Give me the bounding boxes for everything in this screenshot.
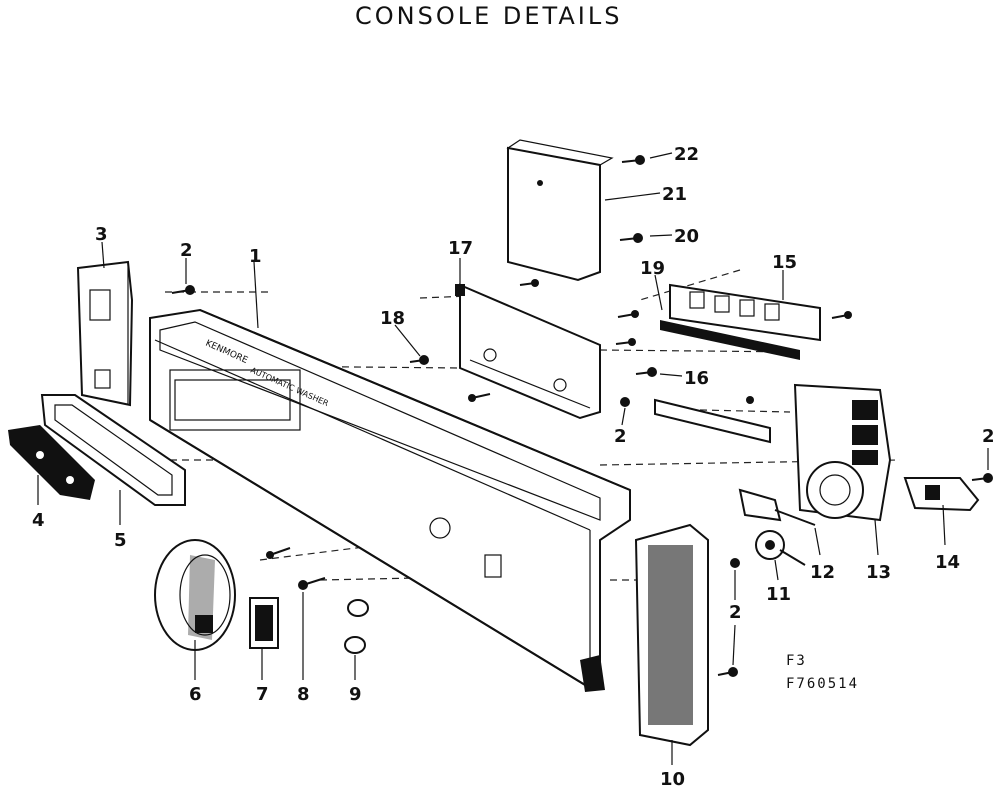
switch-part-12 xyxy=(738,488,816,526)
part-label-18: 18 xyxy=(380,308,405,329)
part-label-6: 6 xyxy=(189,684,202,705)
switch-part-14 xyxy=(903,477,980,512)
leader-lines xyxy=(37,152,989,765)
part-labels: 1 2 2 2 2 3 4 5 6 7 8 9 10 11 12 13 14 1… xyxy=(32,144,995,790)
strip-part-19 xyxy=(660,320,800,360)
part-label-3: 3 xyxy=(95,224,108,245)
part-label-7: 7 xyxy=(256,684,269,705)
right-end-cap-part-10 xyxy=(634,523,709,747)
part-label-12: 12 xyxy=(810,562,835,583)
part-label-19: 19 xyxy=(640,258,665,279)
part-label-2-left: 2 xyxy=(180,240,193,261)
mounting-bracket-part-17 xyxy=(455,283,601,420)
part-label-2-center: 2 xyxy=(614,426,627,447)
part-label-17: 17 xyxy=(448,238,473,259)
switch-part-4 xyxy=(8,425,95,500)
figure-code-fig: F3 xyxy=(786,653,807,669)
terminal-block-part-15 xyxy=(669,283,821,342)
part-label-14: 14 xyxy=(935,552,960,573)
part-label-22: 22 xyxy=(674,144,699,165)
cap-part-9 xyxy=(344,599,369,654)
part-label-11: 11 xyxy=(766,584,791,605)
part-label-21: 21 xyxy=(662,184,687,205)
part-label-2-lower: 2 xyxy=(729,602,742,623)
screw-part-8 xyxy=(266,547,326,590)
part-label-20: 20 xyxy=(674,226,699,247)
part-label-1: 1 xyxy=(249,246,262,267)
console-panel: KENMORE AUTOMATIC WASHER xyxy=(149,308,631,692)
part-label-13: 13 xyxy=(866,562,891,583)
part-label-15: 15 xyxy=(772,252,797,273)
part-label-4: 4 xyxy=(32,510,45,531)
left-end-cap xyxy=(76,260,134,407)
figure-codes: F3 F760514 xyxy=(786,653,859,692)
part-label-9: 9 xyxy=(349,684,362,705)
diagram-title: CONSOLE DETAILS xyxy=(355,2,623,30)
button-part-7 xyxy=(249,597,279,649)
small-screws xyxy=(171,155,993,677)
switch-part-11 xyxy=(755,530,806,566)
part-label-8: 8 xyxy=(297,684,310,705)
part-label-2-right: 2 xyxy=(982,426,995,447)
part-label-10: 10 xyxy=(660,769,685,790)
timer-part-13 xyxy=(793,383,892,522)
bezel-frame-part-5 xyxy=(40,394,186,506)
knob-part-6 xyxy=(154,539,236,651)
part-label-5: 5 xyxy=(114,530,127,551)
cover-part-21 xyxy=(506,139,614,282)
part-label-16: 16 xyxy=(684,368,709,389)
figure-code-number: F760514 xyxy=(786,676,859,692)
connector-strip-part-16 xyxy=(654,398,771,444)
